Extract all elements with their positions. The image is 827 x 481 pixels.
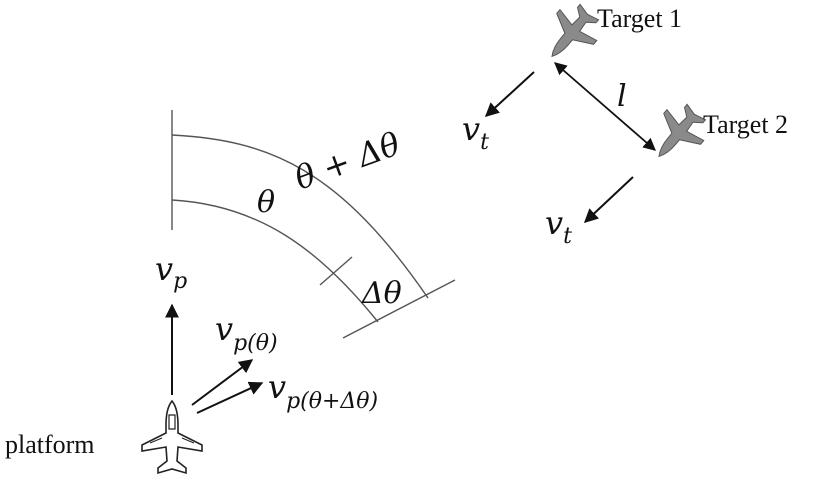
vt-label-target1: vt (462, 110, 489, 155)
vp-theta-label: vp(θ) (215, 310, 278, 356)
tick-mark-delta (319, 256, 353, 286)
theta-label: θ (257, 185, 275, 220)
boundary-line-right (342, 279, 456, 339)
vt-arrow-target1 (484, 71, 535, 117)
fighter-jet-icon (658, 103, 707, 158)
vp-theta-dtheta-label-base: v (268, 368, 286, 406)
vt-label-target1-sub: t (480, 130, 489, 155)
vp-theta-label-sub: p(θ) (233, 331, 278, 356)
vp-theta-arrow (191, 359, 254, 406)
fighter-jet-icon (551, 3, 600, 58)
platform-velocity-arrows (165, 303, 264, 414)
vp-label: vp (155, 250, 187, 294)
distance-label: l (617, 79, 627, 114)
wavefront-region (171, 110, 456, 339)
arc-theta (171, 199, 379, 323)
distance-arrow (554, 62, 656, 151)
vt-arrow-target2 (583, 176, 634, 223)
vt-label-target2-base: v (545, 204, 563, 242)
theta-plus-delta-label: θ + Δθ (290, 125, 405, 198)
vp-theta-dtheta-arrow (196, 381, 264, 414)
vp-theta-dtheta-label: vp(θ+Δθ) (268, 368, 378, 414)
delta-theta-label: Δθ (361, 276, 402, 311)
vp-label-base: v (155, 250, 173, 288)
platform-label: platform (5, 430, 95, 459)
vp-theta-label-base: v (215, 310, 233, 348)
arc-theta-plus-delta (171, 134, 429, 299)
aircraft-icon (141, 399, 203, 475)
vt-label-target2-sub: t (563, 224, 572, 249)
vt-label-target2: vt (545, 204, 572, 249)
vt-label-target1-base: v (462, 110, 480, 148)
vp-label-sub: p (173, 269, 187, 294)
target2-label: Target 2 (703, 110, 788, 139)
target1-label: Target 1 (597, 4, 682, 33)
vp-theta-dtheta-label-sub: p(θ+Δθ) (286, 389, 378, 414)
